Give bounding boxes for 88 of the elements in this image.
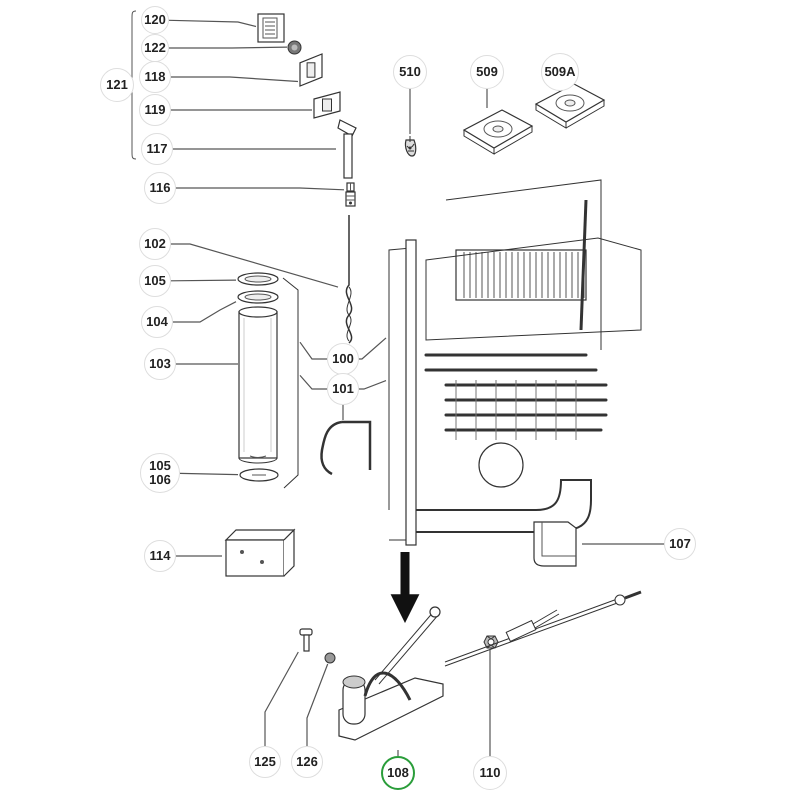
leader-line <box>359 337 386 360</box>
leader-line <box>173 148 336 150</box>
callout-circle <box>139 61 171 93</box>
ring-drawing <box>236 272 280 286</box>
leader-line <box>300 342 327 360</box>
tube-drawing <box>336 118 358 180</box>
leader-line <box>486 89 488 108</box>
bracket-drawing <box>298 52 324 88</box>
callout-circle <box>139 265 171 297</box>
callout-number: 114 <box>150 549 170 563</box>
leader-line <box>409 89 411 134</box>
callout-circle <box>140 453 180 493</box>
callout-circle <box>139 94 171 126</box>
callout-number: 125 <box>254 755 276 769</box>
callout-number: 104 <box>146 315 168 329</box>
callout-number: 118 <box>144 70 166 84</box>
leader-line <box>359 380 386 390</box>
callout-number: 105 <box>149 459 171 473</box>
plate-drawing <box>256 12 286 44</box>
outline-drawing <box>282 275 300 490</box>
callout-number: 106 <box>149 473 171 487</box>
callout-circle <box>141 306 173 338</box>
callout-number: 110 <box>480 766 500 780</box>
nozzle-drawing <box>344 182 357 208</box>
ring-drawing <box>287 40 302 55</box>
fan-drawing <box>534 82 606 128</box>
callout-number: 100 <box>332 352 354 366</box>
leader-line <box>169 46 288 49</box>
leader-line <box>397 750 399 756</box>
callout-circle <box>327 343 359 375</box>
callout-circle <box>249 746 281 778</box>
callout-number: 120 <box>144 13 166 27</box>
ring-drawing <box>236 290 280 304</box>
callout-number: 126 <box>296 755 318 769</box>
disc-drawing <box>238 468 280 482</box>
callout-circle <box>473 756 507 790</box>
callout-circle <box>144 348 176 380</box>
callout-circle <box>470 55 504 89</box>
callout-number: 107 <box>669 537 691 551</box>
bracket-drawing <box>312 90 342 120</box>
callout-number: 509A <box>544 65 576 79</box>
leader-line <box>173 301 236 323</box>
callout-number: 121 <box>106 78 128 92</box>
leader-line <box>342 405 344 420</box>
leader-line <box>264 652 299 746</box>
leader-line <box>171 109 312 111</box>
washer-drawing <box>324 652 336 664</box>
callout-number: 102 <box>144 237 166 251</box>
callout-number: 117 <box>146 142 168 156</box>
callout-circle <box>141 34 169 62</box>
callout-circle <box>139 228 171 260</box>
callout-number: 108 <box>387 766 409 780</box>
leader-line <box>306 664 328 746</box>
leader-line <box>489 650 491 756</box>
callout-number: 105 <box>144 274 166 288</box>
callout-number: 509 <box>476 65 498 79</box>
callout-number: 116 <box>150 181 170 195</box>
clip-drawing <box>402 134 418 158</box>
callout-circle <box>144 172 176 204</box>
box-drawing <box>222 528 298 578</box>
callout-circle <box>381 756 415 790</box>
callout-number: 119 <box>144 103 166 117</box>
callout-circle <box>393 55 427 89</box>
leader-line <box>168 20 256 28</box>
callout-circle <box>327 373 359 405</box>
callout-circle <box>100 68 134 102</box>
callout-number: 510 <box>399 65 421 79</box>
leader-line <box>176 555 222 557</box>
leader-line <box>582 543 664 545</box>
callout-circle <box>141 133 173 165</box>
leader-line <box>300 375 327 390</box>
leader-line <box>171 280 236 282</box>
leader-line <box>171 76 298 82</box>
leader-line <box>171 243 338 288</box>
callout-circle <box>144 540 176 572</box>
leader-line <box>180 472 238 476</box>
fan-drawing <box>462 108 534 154</box>
callout-number: 122 <box>144 41 166 55</box>
callout-circle <box>141 6 169 34</box>
arrow <box>390 552 420 624</box>
callout-circle <box>664 528 696 560</box>
callout-circle <box>291 746 323 778</box>
callout-number: 103 <box>149 357 171 371</box>
flue-tube-drawing <box>238 306 278 464</box>
callout-circle <box>541 53 579 91</box>
callout-number: 101 <box>332 382 354 396</box>
leader-line <box>176 363 238 365</box>
leader-line <box>176 187 344 190</box>
